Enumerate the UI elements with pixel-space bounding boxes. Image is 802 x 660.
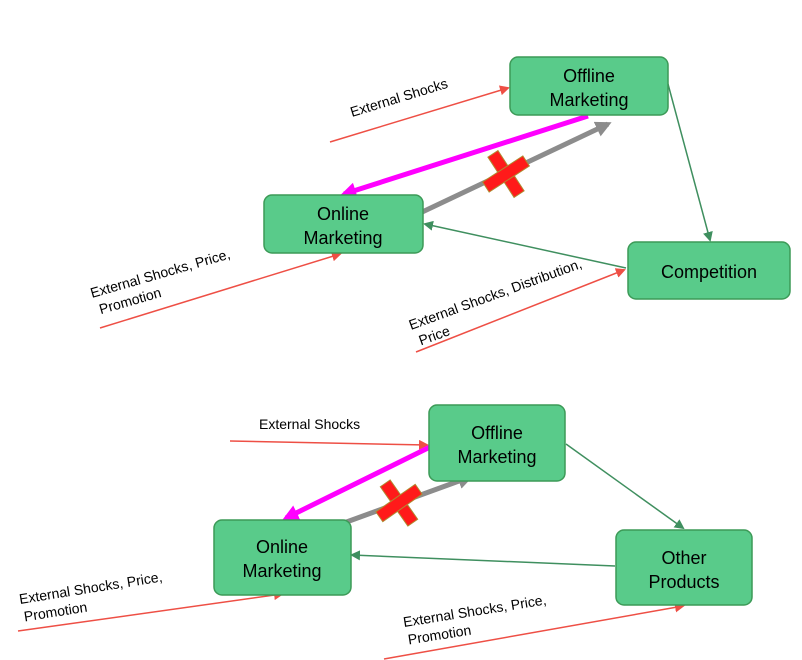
label-line: External Shocks, Price, (18, 569, 163, 607)
node-label: Marketing (457, 447, 536, 467)
node-label: Online (317, 204, 369, 224)
online-marketing-node-2: Online Marketing (213, 519, 352, 596)
offline-shocks-label-1: External Shocks (348, 75, 449, 120)
offline-to-online-magenta-arrow-2 (282, 444, 432, 521)
offline-marketing-node-2: Offline Marketing (428, 404, 566, 482)
node-label: Offline (563, 66, 615, 86)
shock-arrow-offline-2 (229, 439, 429, 450)
node-label: Marketing (549, 90, 628, 110)
online-shocks-label-1: External Shocks, Price, Promotion (88, 246, 232, 317)
diagram-1: Offline Marketing Online Marketing Compe… (88, 56, 791, 353)
cross-icon (375, 479, 423, 527)
node-label: Online (256, 537, 308, 557)
other-to-online-arrow-2 (350, 550, 616, 567)
shock-arrow-online-2 (17, 590, 284, 632)
online-shocks-label-2: External Shocks, Price, Promotion (18, 569, 163, 625)
label-line: External Shocks, Price, (402, 592, 547, 630)
node-label: Other (661, 548, 706, 568)
competition-to-online-arrow-1 (423, 220, 627, 269)
node-label: Products (648, 572, 719, 592)
diagram-2: Offline Marketing Online Marketing Other… (17, 404, 753, 660)
other-products-node-2: Other Products (615, 529, 753, 606)
node-label: Marketing (303, 228, 382, 248)
node-label: Offline (471, 423, 523, 443)
node-label: Marketing (242, 561, 321, 581)
other-shocks-label-2: External Shocks, Price, Promotion (402, 592, 547, 648)
offline-marketing-node-1: Offline Marketing (509, 56, 669, 116)
competition-node-1: Competition (627, 241, 791, 300)
cross-icon (481, 149, 531, 199)
offline-to-competition-arrow-1 (667, 83, 713, 242)
shock-arrow-offline-1 (329, 85, 510, 143)
offline-to-online-magenta-arrow-1 (340, 113, 589, 198)
shock-arrow-other-2 (383, 602, 685, 660)
offline-to-other-arrow-2 (565, 443, 685, 530)
node-label: Competition (661, 262, 757, 282)
shock-arrow-competition-1 (415, 268, 626, 353)
online-marketing-node-1: Online Marketing (263, 194, 424, 254)
offline-shocks-label-2: External Shocks (259, 416, 360, 432)
competition-shocks-label-1: External Shocks, Distribution, Price (407, 255, 584, 348)
shock-arrow-online-1 (99, 251, 342, 329)
